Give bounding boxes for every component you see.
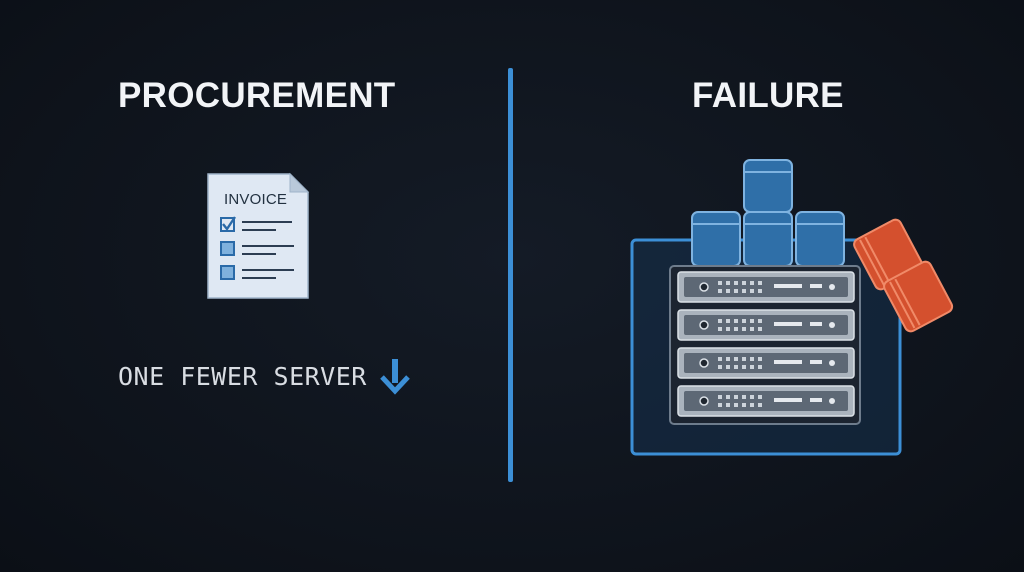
checklist-item-1 [220, 216, 292, 232]
failed-block-icon [853, 218, 954, 333]
server-rack-icon [630, 159, 954, 456]
arrow-down-icon [379, 359, 410, 395]
panel-divider [508, 68, 513, 482]
caption-text: ONE FEWER SERVER [118, 361, 367, 391]
rack-unit-4 [677, 385, 855, 417]
server-block-stack [691, 159, 845, 267]
checklist-item-3 [220, 265, 294, 280]
invoice-label: INVOICE [224, 191, 288, 208]
rack-unit-1 [677, 271, 855, 303]
failure-heading: FAILURE [692, 76, 844, 115]
procurement-heading: PROCUREMENT [118, 76, 396, 115]
rack-unit-2 [677, 309, 855, 341]
rack-unit-3 [677, 347, 855, 379]
invoice-document-icon [207, 172, 310, 299]
checklist-item-2 [220, 241, 294, 256]
caption: ONE FEWER SERVER [118, 356, 411, 396]
